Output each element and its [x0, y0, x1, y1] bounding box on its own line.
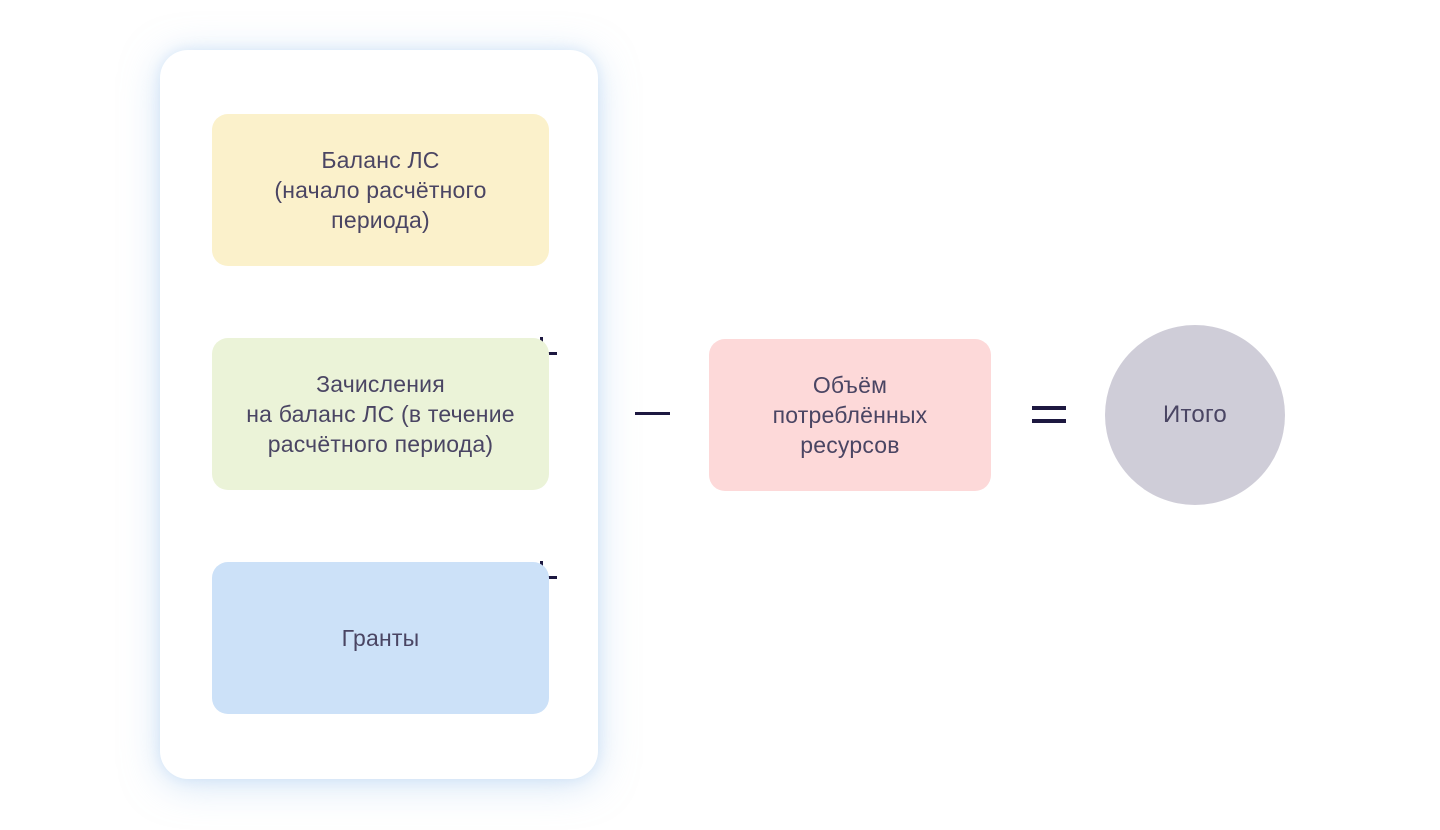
addend-box-grants: Гранты [212, 562, 549, 714]
addends-card: Баланс ЛС (начало расчётного периода) За… [160, 50, 598, 779]
subtrahend-box-consumed-resources: Объём потреблённых ресурсов [709, 339, 991, 491]
addend-box-topups: Зачисления на баланс ЛС (в течение расчё… [212, 338, 549, 490]
equals-icon [1032, 406, 1066, 423]
subtrahend-label: Объём потреблённых ресурсов [772, 372, 928, 458]
result-label: Итого [1163, 401, 1227, 428]
equals-icon-top-bar [1032, 406, 1066, 410]
addend-label-balance: Баланс ЛС (начало расчётного периода) [274, 147, 487, 233]
equals-icon-bottom-bar [1032, 419, 1066, 423]
addend-box-balance: Баланс ЛС (начало расчётного периода) [212, 114, 549, 266]
addend-label-grants: Гранты [341, 625, 420, 651]
result-circle-total: Итого [1105, 325, 1285, 505]
addend-label-topups: Зачисления на баланс ЛС (в течение расчё… [246, 371, 515, 457]
minus-icon [635, 412, 670, 415]
